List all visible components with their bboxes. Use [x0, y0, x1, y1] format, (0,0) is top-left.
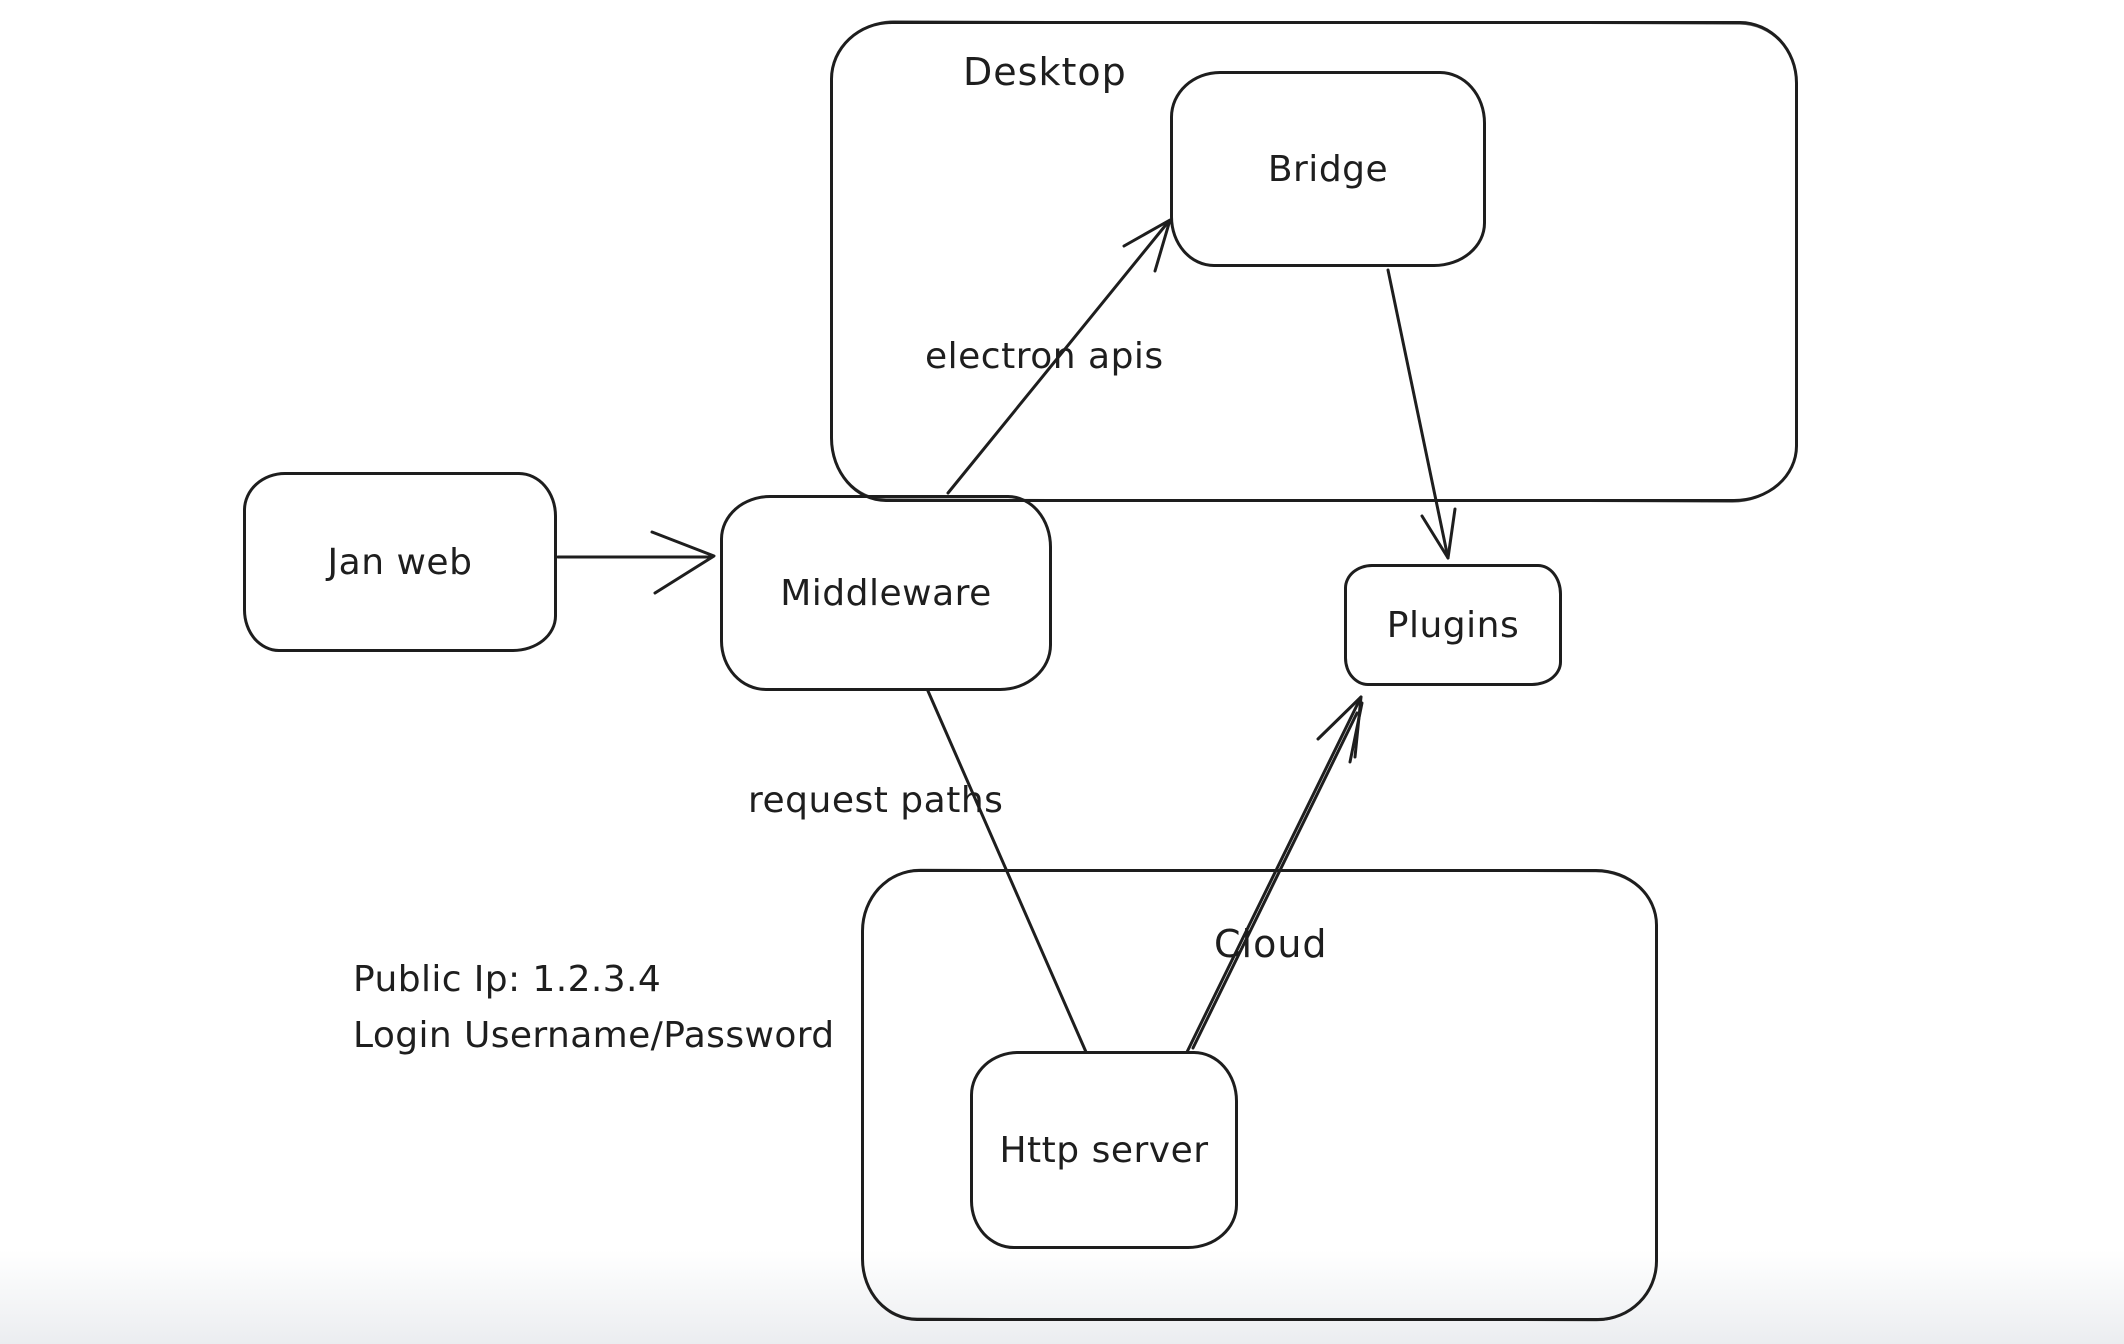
arrow-janweb-to-middleware[interactable]: [556, 530, 716, 595]
node-jan-web-label: Jan web: [327, 541, 473, 583]
container-desktop-label: Desktop: [963, 50, 1127, 94]
edge-label-electron-apis: electron apis: [925, 336, 1164, 377]
annotation-credentials: Public Ip: 1.2.3.4 Login Username/Passwo…: [353, 952, 835, 1064]
edge-label-request-paths: request paths: [748, 780, 1004, 821]
node-middleware[interactable]: Middleware: [720, 495, 1052, 691]
node-plugins-label: Plugins: [1386, 604, 1520, 646]
annotation-public-ip: Public Ip: 1.2.3.4: [353, 959, 662, 1000]
node-middleware-label: Middleware: [780, 572, 992, 614]
node-bridge-label: Bridge: [1267, 148, 1389, 190]
node-plugins[interactable]: Plugins: [1344, 564, 1562, 686]
container-cloud-label: Cloud: [1214, 922, 1328, 966]
node-jan-web[interactable]: Jan web: [243, 472, 557, 652]
container-cloud[interactable]: [861, 869, 1658, 1321]
node-http-server-label: Http server: [999, 1129, 1209, 1171]
node-http-server[interactable]: Http server: [970, 1051, 1238, 1249]
annotation-login: Login Username/Password: [353, 1015, 835, 1056]
node-bridge[interactable]: Bridge: [1170, 71, 1486, 267]
container-desktop[interactable]: [830, 21, 1798, 502]
